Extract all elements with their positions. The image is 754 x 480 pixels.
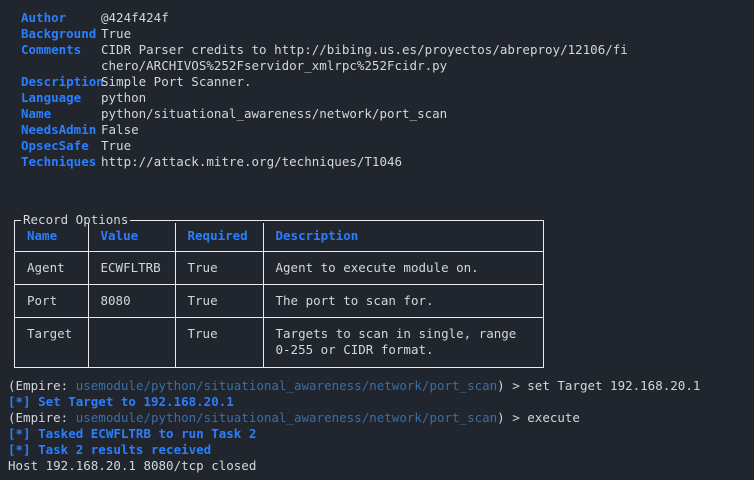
option-required: True — [174, 284, 264, 318]
column-header-required: Required — [174, 223, 264, 252]
table-header-row: Name Value Required Description — [15, 223, 543, 252]
option-description: The port to scan for. — [262, 284, 543, 318]
option-description: Agent to execute module on. — [262, 251, 543, 285]
module-info-row: NeedsAdmin False — [0, 122, 754, 138]
prompt-prefix: (Empire: — [8, 378, 76, 393]
module-info-value: CIDR Parser credits to http://bibing.us.… — [101, 42, 628, 73]
module-info-label: Techniques — [21, 154, 97, 169]
module-info-value: True — [101, 138, 132, 153]
option-value[interactable] — [87, 317, 176, 367]
record-options-legend: Record Options — [23, 212, 129, 227]
module-info-value: @424f424f — [101, 10, 169, 25]
column-header-description: Description — [262, 223, 543, 252]
module-info-row: OpsecSafe True — [0, 138, 754, 154]
table-head: Name Value Required Description — [15, 223, 543, 252]
option-required: True — [174, 317, 264, 367]
console-status-line: [*] Task 2 results received — [8, 442, 754, 458]
prompt-prefix: (Empire: — [8, 410, 76, 425]
module-info-row: Comments CIDR Parser credits to http://bi… — [0, 42, 754, 74]
option-value[interactable]: ECWFLTRB — [87, 251, 176, 285]
prompt-command: ) > set Target 192.168.20.1 — [497, 378, 701, 393]
console-prompt-line: (Empire: usemodule/python/situational_aw… — [8, 410, 754, 426]
console-output-line: Host 192.168.20.1 8080/tcp closed — [8, 458, 754, 474]
module-info-row: Author @424f424f — [0, 10, 754, 26]
module-info-label: Comments — [21, 42, 82, 57]
prompt-command: ) > execute — [497, 410, 580, 425]
module-info-value: python/situational_awareness/network/por… — [101, 106, 448, 121]
option-required: True — [174, 251, 264, 285]
module-info-row: Name python/situational_awareness/network… — [0, 106, 754, 122]
module-info-value: python — [101, 90, 147, 105]
status-message: [*] Tasked ECWFLTRB to run Task 2 — [8, 426, 257, 441]
prompt-module-path: usemodule/python/situational_awareness/n… — [75, 410, 498, 425]
module-info-value-continued: chero/ARCHIVOS%252Fservidor_xmlrpc%252Fc… — [101, 58, 448, 73]
module-info-value: False — [101, 122, 139, 137]
module-info-label: Language — [21, 90, 82, 105]
module-info-value: True — [101, 26, 132, 41]
module-info-label: Description — [21, 74, 104, 89]
option-name: Target — [15, 317, 89, 367]
console-status-line: [*] Tasked ECWFLTRB to run Task 2 — [8, 426, 754, 442]
module-info-row: Background True — [0, 26, 754, 42]
record-options-fieldset: Record Options Name Value Required Descr… — [14, 213, 544, 368]
option-description: Targets to scan in single, range 0-255 o… — [262, 317, 543, 367]
module-info-label: Background — [21, 26, 97, 41]
prompt-module-path: usemodule/python/situational_awareness/n… — [75, 378, 498, 393]
status-message: [*] Task 2 results received — [8, 442, 212, 457]
scan-result-text: Host 192.168.20.1 8080/tcp closed — [8, 458, 257, 473]
status-message: [*] Set Target to 192.168.20.1 — [8, 394, 234, 409]
module-info-label: NeedsAdmin — [21, 122, 97, 137]
record-options-panel: Record Options Name Value Required Descr… — [14, 213, 544, 368]
column-header-value: Value — [87, 223, 176, 252]
option-name: Port — [15, 284, 89, 318]
option-value[interactable]: 8080 — [87, 284, 176, 318]
option-name: Agent — [15, 251, 89, 285]
console-output: (Empire: usemodule/python/situational_aw… — [8, 378, 754, 474]
module-info-row: Techniques http://attack.mitre.org/techni… — [0, 154, 754, 170]
console-status-line: [*] Set Target to 192.168.20.1 — [8, 394, 754, 410]
console-prompt-line: (Empire: usemodule/python/situational_aw… — [8, 378, 754, 394]
module-info-row: Language python — [0, 90, 754, 106]
module-info-value: http://attack.mitre.org/techniques/T1046 — [101, 154, 403, 169]
module-info-label: Name — [21, 106, 52, 121]
module-info-label: OpsecSafe — [21, 138, 89, 153]
module-info-value: Simple Port Scanner. — [101, 74, 252, 89]
column-header-name: Name — [15, 223, 89, 252]
module-info-label: Author — [21, 10, 67, 25]
